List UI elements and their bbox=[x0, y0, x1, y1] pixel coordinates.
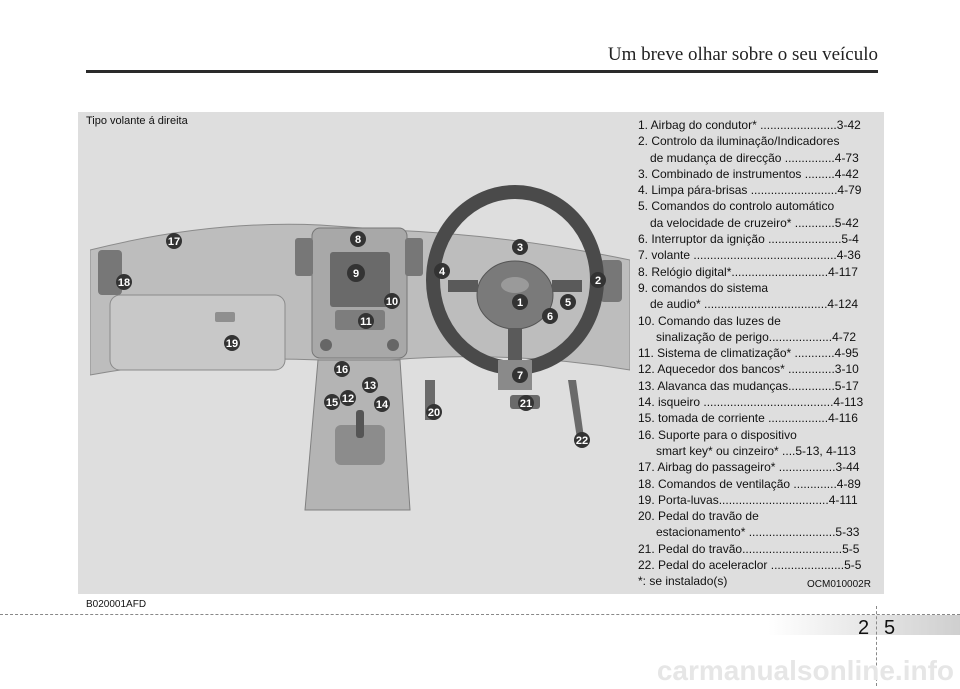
legend-item: 15. tomada de corriente ................… bbox=[638, 411, 858, 426]
legend-item: 8. Relógio digital*.....................… bbox=[638, 264, 858, 279]
legend-item: 2. Controlo da iluminação/Indicadores bbox=[638, 134, 840, 149]
legend-item: 14. isqueiro ...........................… bbox=[638, 395, 864, 410]
callout-markers: 1 2 3 4 5 6 7 8 9 10 11 12 13 14 15 16 1… bbox=[116, 231, 606, 448]
header-rule bbox=[86, 70, 878, 73]
document-code: B020001AFD bbox=[86, 599, 147, 610]
legend-item: 9. comandos do sistema bbox=[638, 280, 769, 295]
callout-12: 12 bbox=[342, 393, 354, 405]
legend-item: 4. Limpa pára-brisas ...................… bbox=[638, 183, 862, 198]
callout-6: 6 bbox=[547, 311, 553, 323]
legend-item: de audio* ..............................… bbox=[650, 297, 859, 312]
callout-20: 20 bbox=[428, 407, 440, 419]
callout-18: 18 bbox=[118, 277, 130, 289]
legend-item: 12. Aquecedor dos bancos* ..............… bbox=[638, 362, 859, 377]
callout-7: 7 bbox=[517, 370, 523, 382]
legend-item: da velocidade de cruzeiro* ............5… bbox=[650, 215, 859, 230]
legend-item: 6. Interruptor da ignição ..............… bbox=[638, 232, 859, 247]
legend-item: 20. Pedal do travão de bbox=[638, 509, 759, 524]
legend-item: 5. Comandos do controlo automático bbox=[638, 199, 835, 214]
legend-item: 13. Alavanca das mudanças..............5… bbox=[638, 378, 859, 393]
callout-10: 10 bbox=[386, 296, 398, 308]
footer-divider bbox=[876, 606, 878, 686]
legend-item: 18. Comandos de ventilação .............… bbox=[638, 476, 861, 491]
legend-item: de mudança de direcção ...............4-… bbox=[650, 150, 859, 165]
legend-item: 19. Porta-luvas.........................… bbox=[638, 492, 858, 507]
legend-item: 11. Sistema de climatização* ...........… bbox=[638, 346, 859, 361]
figure-label: Tipo volante á direita bbox=[86, 115, 188, 127]
legend-item: 3. Combinado de instrumentos .........4-… bbox=[638, 166, 859, 181]
page-section-number: 2 bbox=[858, 617, 870, 639]
page-number: 5 bbox=[884, 617, 896, 639]
legend-item: *: se instalado(s) bbox=[638, 574, 728, 589]
callout-19: 19 bbox=[226, 338, 238, 350]
callout-22: 22 bbox=[576, 435, 588, 447]
callout-9: 9 bbox=[353, 268, 359, 280]
callout-21: 21 bbox=[520, 398, 532, 410]
callout-8: 8 bbox=[355, 234, 361, 246]
legend-item: 17. Airbag do passageiro* ..............… bbox=[638, 460, 860, 475]
dashboard-illustration: 1 2 3 4 5 6 7 8 9 10 11 12 13 14 15 16 1… bbox=[90, 185, 630, 511]
legend-item: estacionamento* ........................… bbox=[656, 525, 860, 540]
legend-item: 16. Suporte para o dispositivo bbox=[638, 427, 797, 442]
callout-14: 14 bbox=[376, 399, 389, 411]
legend-item: 21. Pedal do travão.....................… bbox=[638, 541, 860, 556]
legend-item: 1. Airbag do condutor* .................… bbox=[638, 118, 861, 132]
watermark-text: carmanualsonline.info bbox=[656, 655, 954, 686]
footer-shade bbox=[768, 615, 960, 635]
footer-dashed-rule bbox=[0, 614, 960, 615]
callout-1: 1 bbox=[517, 297, 523, 309]
callout-5: 5 bbox=[565, 297, 571, 309]
figure-code: OCM010002R bbox=[807, 579, 871, 590]
legend-item: 22. Pedal do aceleraclor ...............… bbox=[638, 558, 862, 573]
callout-15: 15 bbox=[326, 397, 338, 409]
page-header-title: Um breve olhar sobre o seu veículo bbox=[607, 44, 878, 65]
callout-11: 11 bbox=[360, 316, 372, 328]
component-legend: 1. Airbag do condutor* .................… bbox=[638, 117, 882, 590]
legend-item: 10. Comando das luzes de bbox=[638, 313, 781, 328]
callout-13: 13 bbox=[364, 380, 376, 392]
callout-17: 17 bbox=[168, 236, 180, 248]
legend-item: sinalização de perigo...................… bbox=[656, 329, 857, 344]
callout-2: 2 bbox=[595, 275, 601, 287]
callout-4: 4 bbox=[439, 266, 446, 278]
callout-3: 3 bbox=[517, 242, 523, 254]
callout-16: 16 bbox=[336, 364, 348, 376]
legend-item: 7. volante .............................… bbox=[638, 248, 861, 263]
legend-item: smart key* ou cinzeiro* ....5-13, 4-113 bbox=[656, 443, 856, 458]
